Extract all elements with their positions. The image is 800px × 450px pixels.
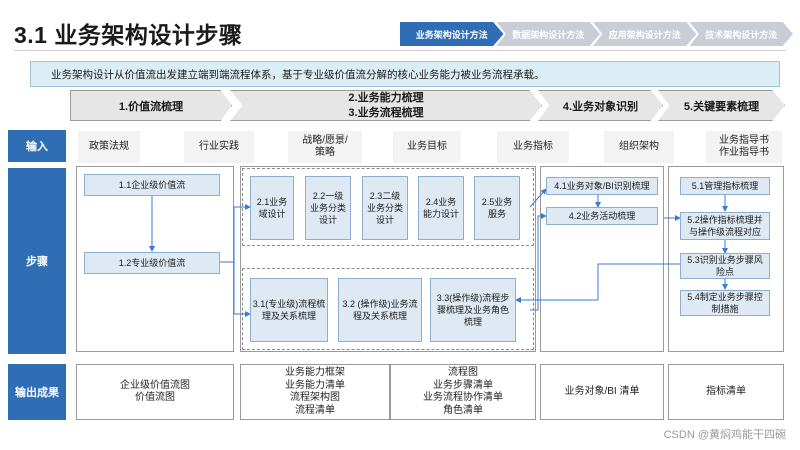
page-title: 3.1 业务架构设计步骤 — [14, 22, 243, 48]
step-2-1-domain-design: 2.1业务 域设计 — [250, 176, 294, 240]
input-business-metric: 业务指标 — [497, 131, 569, 163]
row-label-steps: 步骤 — [8, 168, 66, 354]
subpanel-process — [242, 268, 534, 350]
row-label-output: 输出成果 — [8, 364, 66, 420]
step-2-4-capability-design: 2.4业务 能力设计 — [418, 176, 464, 240]
step-3-3-process-steps-roles: 3.3(操作级)流程步 骤梳理及业务角色 梳理 — [430, 278, 516, 342]
arrow-1-2-to-3-1 — [233, 262, 251, 317]
step-3-1-professional-process: 3.1(专业级)流程梳 理及关系梳理 — [250, 278, 328, 342]
step-5-1-management-metrics: 5.1管理指标梳理 — [680, 177, 770, 195]
intro-banner: 业务架构设计从价值流出发建立端到端流程体系，基于专业级价值流分解的核心业务能力被… — [30, 61, 780, 87]
input-industry-practice: 行业实践 — [184, 131, 254, 163]
phase-business-object: 4.业务对象识别 — [538, 90, 663, 121]
output-capability: 业务能力框架 业务能力清单 流程架构图 流程清单 — [240, 364, 390, 420]
output-metrics: 指标清单 — [668, 364, 784, 420]
input-policy: 政策法规 — [78, 131, 140, 163]
panel-business-object — [540, 166, 664, 352]
tab-technology-architecture[interactable]: 技术架构设计方法 — [689, 22, 793, 46]
input-guidebooks: 业务指导书 作业指导书 — [706, 131, 782, 163]
arrow-3-to-4-2 — [530, 213, 547, 311]
step-2-2-level1-classification: 2.2一级 业务分类 设计 — [305, 176, 351, 240]
title-divider — [14, 50, 786, 51]
arrow-5-3-to-3-3 — [515, 263, 680, 303]
output-process: 流程图 业务步骤清单 业务流程协作清单 角色清单 — [390, 364, 536, 420]
output-value-stream: 企业级价值流图 价值流图 — [76, 364, 234, 420]
step-4-2-business-activity: 4.2业务活动梳理 — [546, 207, 658, 225]
watermark: CSDN @黄焖鸡能干四碗 — [663, 429, 786, 441]
tab-business-architecture[interactable]: 业务架构设计方法 — [400, 22, 504, 46]
arrow-1-2-to-2-1 — [220, 204, 251, 263]
method-tabs: 业务架构设计方法 数据架构设计方法 应用架构设计方法 技术架构设计方法 — [400, 22, 793, 46]
step-5-4-control-measures: 5.4制定业务步骤控 制措施 — [680, 290, 770, 316]
step-1-2-professional-value-stream: 1.2专业级价值流 — [84, 252, 220, 274]
tab-data-architecture[interactable]: 数据架构设计方法 — [496, 22, 600, 46]
step-5-3-risk-points: 5.3识别业务步骤风 险点 — [680, 253, 770, 279]
phase-key-elements: 5.关键要素梳理 — [658, 90, 785, 121]
phase-process-label: 3.业务流程梳理 — [348, 106, 424, 119]
phase-bar: 1.价值流梳理 2.业务能力梳理 3.业务流程梳理 4.业务对象识别 5.关键要… — [70, 90, 785, 121]
tab-application-architecture[interactable]: 应用架构设计方法 — [593, 22, 697, 46]
step-3-2-operational-process: 3.2 (操作级)业务流 程及关系梳理 — [338, 278, 422, 342]
step-1-1-enterprise-value-stream: 1.1企业级价值流 — [84, 174, 220, 196]
phase-value-stream: 1.价值流梳理 — [70, 90, 232, 121]
output-business-object: 业务对象/BI 清单 — [540, 364, 664, 420]
input-org-structure: 组织架构 — [604, 131, 674, 163]
phase-capability-process: 2.业务能力梳理 3.业务流程梳理 — [230, 90, 542, 121]
input-business-goal: 业务目标 — [393, 131, 461, 163]
input-strategy: 战略/愿景/ 策略 — [288, 131, 362, 163]
row-label-input: 输入 — [8, 130, 66, 162]
arrow-2-to-4-1 — [529, 188, 547, 208]
step-2-5-business-service: 2.5业务 服务 — [474, 176, 520, 240]
step-5-2-operational-metrics: 5.2操作指标梳理并 与操作级流程对应 — [680, 212, 770, 240]
phase-capability-label: 2.业务能力梳理 — [348, 92, 424, 105]
step-4-1-business-object: 4.1业务对象/BI识别梳理 — [546, 177, 658, 195]
step-2-3-level2-classification: 2.3二级 业务分类 设计 — [362, 176, 408, 240]
